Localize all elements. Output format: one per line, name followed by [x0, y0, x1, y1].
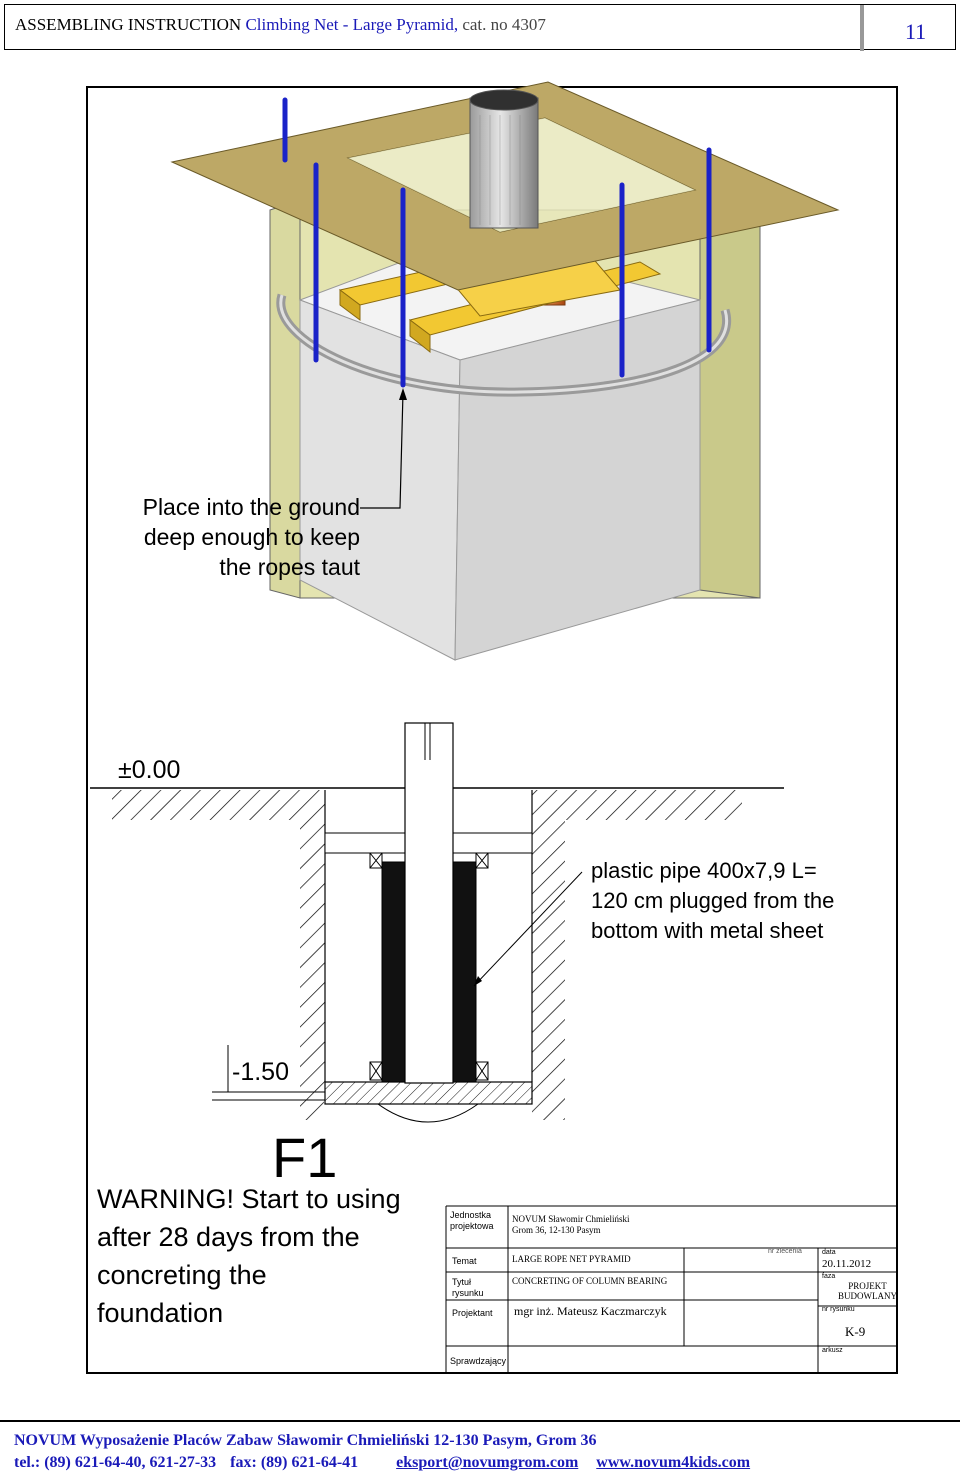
- footer-fax: fax: (89) 621-64-41: [230, 1454, 359, 1471]
- warning-line: concreting the: [97, 1260, 267, 1290]
- tb-topic-label: Temat: [452, 1256, 477, 1266]
- tb-unit-value: NOVUM Sławomir Chmieliński Grom 36, 12-1…: [512, 1214, 630, 1236]
- header-separator: [860, 5, 864, 51]
- warning-line: after 28 days from the: [97, 1222, 360, 1252]
- tb-phase-label: faza: [822, 1273, 836, 1280]
- level-top-label: ±0.00: [118, 756, 181, 784]
- title-product: Climbing Net - Large Pyramid,: [245, 15, 459, 34]
- tb-drawing-label: nr rysunku: [822, 1306, 855, 1313]
- pipe-callout: plastic pipe 400x7,9 L= 120 cm plugged f…: [591, 856, 834, 946]
- tb-date-label: data: [822, 1249, 836, 1256]
- title-catalog-number: cat. no 4307: [462, 15, 546, 34]
- warning-line: WARNING! Start to using: [97, 1184, 401, 1214]
- tb-nr-label: nr zlecenia: [768, 1248, 802, 1255]
- footer-web-link[interactable]: www.novum4kids.com: [596, 1454, 751, 1471]
- technical-drawing: [90, 81, 896, 1372]
- drawing-frame: [86, 86, 898, 1374]
- pipe-callout-line: bottom with metal sheet: [591, 918, 824, 943]
- ground-callout-line: the ropes taut: [219, 554, 360, 580]
- tb-phase-value: PROJEKT BUDOWLANY: [838, 1281, 897, 1301]
- foundation-id: F1: [272, 1126, 338, 1189]
- tb-designer-value: mgr inż. Mateusz Kaczmarczyk: [514, 1304, 667, 1318]
- pipe-callout-line: 120 cm plugged from the: [591, 888, 835, 913]
- section-view: [90, 722, 784, 1123]
- tb-value-line: BUDOWLANY: [838, 1291, 897, 1301]
- tb-value-line: Grom 36, 12-130 Pasym: [512, 1225, 601, 1235]
- ground-callout: Place into the ground deep enough to kee…: [120, 492, 360, 582]
- tb-date-value: 20.11.2012: [822, 1258, 872, 1270]
- tb-sheet-label: arkusz: [822, 1347, 843, 1354]
- level-bottom-label: -1.50: [232, 1058, 289, 1086]
- page-header: ASSEMBLING INSTRUCTION Climbing Net - La…: [4, 4, 956, 51]
- footer-contacts: tel.: (89) 621-64-40, 621-27-33 fax: (89…: [14, 1454, 750, 1472]
- tb-unit-label: Jednostka projektowa: [450, 1210, 494, 1232]
- tb-label-line: Tytuł: [452, 1277, 472, 1287]
- document-title: ASSEMBLING INSTRUCTION Climbing Net - La…: [15, 15, 546, 35]
- footer-company: NOVUM Wyposażenie Placów Zabaw Sławomir …: [14, 1432, 597, 1449]
- tb-title-value: CONCRETING OF COLUMN BEARING: [512, 1276, 668, 1286]
- tb-title-label: Tytuł rysunku: [452, 1277, 484, 1299]
- title-main: ASSEMBLING INSTRUCTION: [15, 15, 242, 34]
- pipe-callout-line: plastic pipe 400x7,9 L=: [591, 858, 817, 883]
- footer-email-link[interactable]: eksport@novumgrom.com: [396, 1454, 579, 1471]
- ground-callout-line: Place into the ground: [142, 494, 360, 520]
- tb-topic-value: LARGE ROPE NET PYRAMID: [512, 1254, 631, 1264]
- tb-label-line: projektowa: [450, 1221, 494, 1231]
- tb-checked-label: Sprawdzający: [450, 1356, 507, 1366]
- tb-designer-label: Projektant: [452, 1308, 493, 1318]
- tb-label-line: Jednostka: [450, 1210, 492, 1220]
- warning-text: WARNING! Start to using after 28 days fr…: [97, 1180, 401, 1332]
- ground-callout-line: deep enough to keep: [143, 524, 360, 550]
- footer-phone: tel.: (89) 621-64-40, 621-27-33: [14, 1454, 217, 1471]
- page-number: 11: [905, 19, 927, 44]
- tb-label-line: rysunku: [452, 1288, 484, 1298]
- footer-divider: [0, 1420, 960, 1422]
- isometric-view: [170, 81, 840, 661]
- title-block-lines: [445, 1205, 896, 1372]
- tb-value-line: NOVUM Sławomir Chmieliński: [512, 1214, 630, 1224]
- tb-value-line: PROJEKT: [848, 1281, 887, 1291]
- tb-drawing-value: K-9: [845, 1324, 866, 1339]
- warning-line: foundation: [97, 1298, 224, 1328]
